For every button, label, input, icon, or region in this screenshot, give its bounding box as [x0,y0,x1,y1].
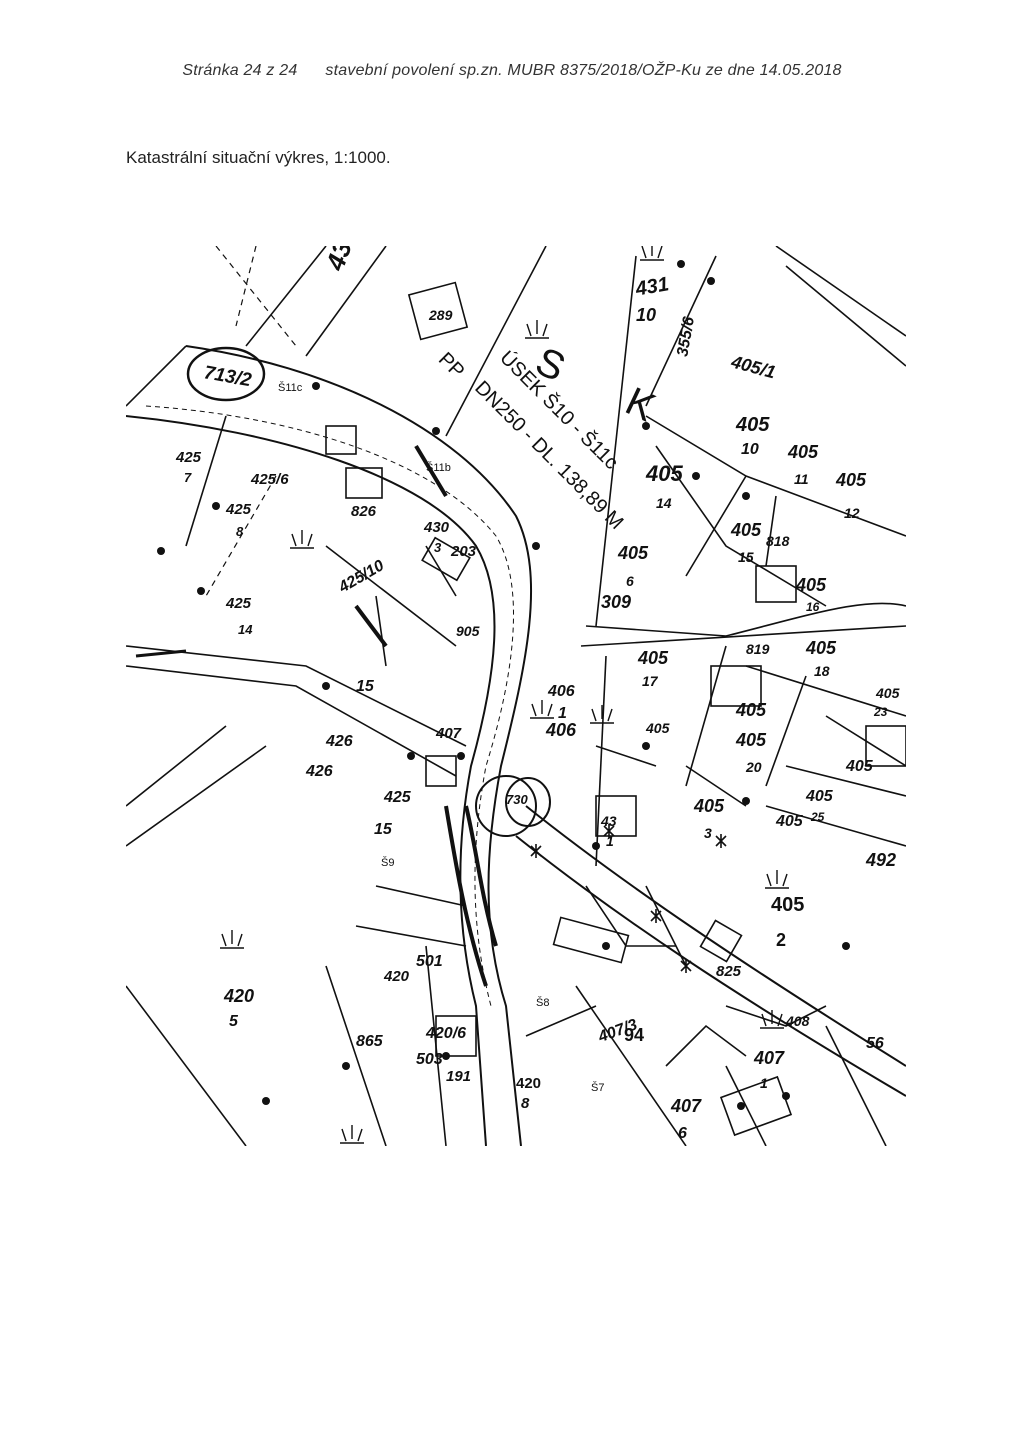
svg-text:17: 17 [642,673,659,689]
svg-text:94: 94 [624,1025,644,1045]
document-reference: stavební povolení sp.zn. MUBR 8375/2018/… [325,62,842,79]
svg-text:405: 405 [875,685,900,701]
svg-text:405: 405 [617,543,649,563]
svg-text:10: 10 [741,441,759,458]
svg-text:426: 426 [305,763,333,780]
svg-text:15: 15 [738,549,754,565]
svg-text:1: 1 [760,1075,768,1091]
svg-text:405: 405 [693,796,725,816]
svg-text:430: 430 [423,519,450,536]
svg-text:425: 425 [225,501,252,518]
svg-text:425/6: 425/6 [250,471,289,488]
svg-text:43: 43 [600,813,617,829]
svg-text:203: 203 [450,543,477,560]
svg-text:355/6: 355/6 [674,315,698,357]
svg-text:6: 6 [626,573,634,589]
svg-text:289: 289 [428,307,453,323]
svg-text:426: 426 [325,733,353,750]
svg-text:15: 15 [374,821,393,838]
svg-text:825: 825 [716,963,742,980]
svg-text:43: 43 [319,246,358,275]
svg-text:405: 405 [645,461,683,486]
svg-text:826: 826 [351,503,377,520]
svg-text:1: 1 [558,705,567,722]
svg-text:408: 408 [785,1013,810,1029]
svg-text:3: 3 [704,825,712,841]
page-number: Stránka 24 z 24 [182,62,298,79]
svg-text:420: 420 [516,1075,541,1092]
svg-text:5: 5 [229,1013,239,1030]
svg-text:2: 2 [776,930,786,950]
svg-text:Š8: Š8 [536,996,549,1009]
svg-text:501: 501 [416,953,443,970]
svg-text:K: K [619,379,662,430]
svg-text:405: 405 [835,470,867,490]
svg-text:405: 405 [805,638,837,658]
svg-text:405: 405 [845,758,874,775]
svg-text:11: 11 [794,471,809,487]
svg-text:Š7: Š7 [591,1081,604,1094]
svg-text:309: 309 [601,592,631,612]
svg-text:23: 23 [873,705,888,719]
cadastral-map: 713/2 43 289 431 10 355/6 405/1 405 10 4… [126,246,906,1146]
svg-text:425: 425 [175,449,202,466]
svg-text:405: 405 [787,442,819,462]
svg-text:425: 425 [225,595,252,612]
cadastral-map-drawing: 713/2 43 289 431 10 355/6 405/1 405 10 4… [126,246,906,1146]
svg-text:405: 405 [645,720,670,736]
svg-text:20: 20 [745,759,762,775]
svg-text:12: 12 [844,505,860,521]
svg-text:18: 18 [814,663,830,679]
svg-text:7: 7 [184,470,192,485]
svg-text:407: 407 [753,1048,785,1068]
svg-text:6: 6 [678,1125,687,1142]
svg-text:56: 56 [866,1035,884,1052]
svg-text:406: 406 [547,683,575,700]
svg-text:420: 420 [383,968,410,985]
svg-text:Š9: Š9 [381,856,394,869]
svg-text:503: 503 [416,1051,443,1068]
svg-text:405: 405 [775,813,804,830]
svg-text:8: 8 [521,1095,530,1112]
svg-text:407: 407 [670,1096,702,1116]
svg-text:3: 3 [434,540,442,555]
svg-text:191: 191 [446,1068,471,1085]
svg-text:865: 865 [356,1033,384,1050]
svg-text:1: 1 [606,833,614,849]
svg-text:405: 405 [637,648,669,668]
svg-text:8: 8 [236,524,244,539]
svg-text:405: 405 [805,788,834,805]
page-header: Stránka 24 z 24 stavební povolení sp.zn. … [0,62,1024,80]
svg-text:PP: PP [434,348,468,382]
svg-text:730: 730 [506,792,528,807]
svg-text:25: 25 [810,810,825,824]
svg-text:492: 492 [865,850,896,870]
svg-text:405/1: 405/1 [728,351,778,382]
svg-text:905: 905 [456,623,480,639]
drawing-title: Katastrální situační výkres, 1:1000. [126,148,391,167]
svg-text:819: 819 [746,641,770,657]
svg-text:Š11c: Š11c [278,381,303,394]
svg-text:425: 425 [383,789,412,806]
svg-text:405: 405 [735,700,767,720]
svg-text:405: 405 [730,520,762,540]
svg-text:420/6: 420/6 [425,1025,466,1042]
svg-text:818: 818 [766,533,790,549]
svg-text:16: 16 [806,600,820,614]
svg-text:406: 406 [545,720,577,740]
svg-text:405: 405 [795,575,827,595]
svg-text:405: 405 [735,414,770,436]
svg-text:15: 15 [356,678,375,695]
svg-text:431: 431 [633,273,671,301]
svg-text:420: 420 [223,986,254,1006]
svg-text:14: 14 [656,495,672,511]
svg-text:405: 405 [771,894,804,916]
svg-text:425/10: 425/10 [335,557,387,597]
svg-text:713/2: 713/2 [202,362,253,391]
svg-text:405: 405 [735,730,767,750]
svg-text:10: 10 [636,305,656,325]
svg-text:407: 407 [435,725,462,742]
svg-text:14: 14 [238,622,253,637]
